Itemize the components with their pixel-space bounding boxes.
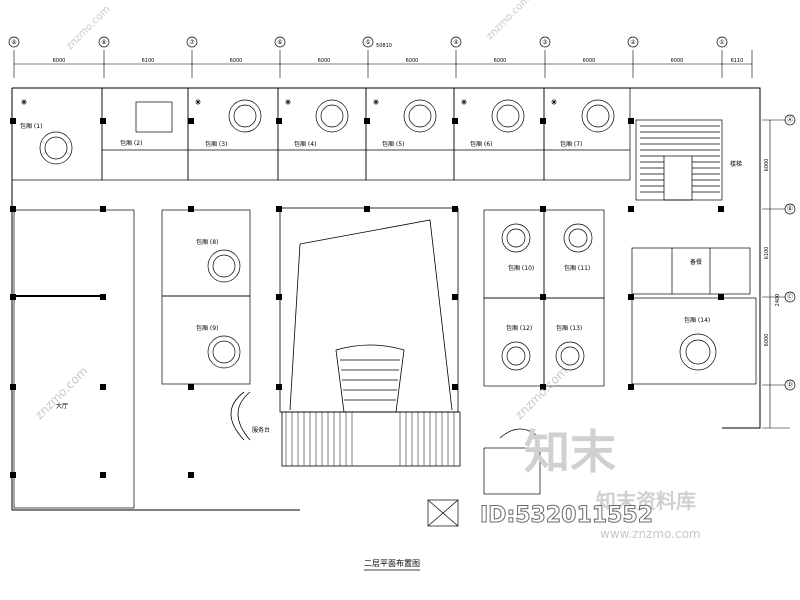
watermark-diag-4: znzmo.com — [512, 364, 570, 422]
watermark-url: www.znzmo.com — [600, 527, 701, 541]
drawing-caption: 二层平面布置图 — [364, 558, 420, 571]
dimension-2: 6100 — [142, 58, 155, 64]
middle-left-rooms — [161, 209, 251, 385]
dimension-4: 6000 — [318, 58, 331, 64]
top-axis-labels: ⑨ ⑧ ⑦ ⑥ ⑤ ④ ③ ② ① — [11, 39, 724, 46]
room-label-9: 包厢 (9) — [196, 324, 218, 332]
dimension-6: 6000 — [494, 58, 507, 64]
caption-text: 二层平面布置图 — [364, 558, 420, 568]
top-row-labels: 包厢 (1) 包厢 (2) 包厢 (3) 包厢 (4) 包厢 (5) 包厢 (6… — [20, 122, 582, 148]
top-row-tables — [39, 99, 615, 165]
axis-label-3: ③ — [542, 39, 547, 46]
dimension-9: 6110 — [731, 58, 744, 64]
axis-label-d: Ⓓ — [787, 381, 793, 389]
top-axis-bubbles — [8, 36, 728, 48]
axis-label-2: ② — [630, 39, 636, 46]
overall-dimension: 50810 — [376, 43, 392, 49]
room-label-12: 包厢 (12) — [506, 324, 532, 332]
room-label-13: 包厢 (13) — [556, 324, 582, 332]
right-service-area — [631, 247, 757, 385]
hall-label: 大厅 — [56, 402, 68, 410]
watermark-group: znzmo.com znzmo.com znzmo.com znzmo.com … — [32, 0, 700, 541]
watermark-diag-2: znzmo.com — [484, 0, 532, 42]
room-label-2: 包厢 (2) — [120, 139, 142, 147]
right-middle-rooms — [483, 209, 605, 387]
axis-label-1: ① — [719, 39, 724, 46]
stairwell — [635, 119, 723, 201]
right-dimension-1: 6000 — [764, 159, 770, 172]
right-far-table — [679, 333, 717, 371]
top-dimension-line — [13, 50, 753, 78]
watermark-brand: 知末 — [524, 425, 616, 479]
structural-columns — [10, 118, 724, 478]
dimension-7: 6000 — [583, 58, 596, 64]
middle-left-tables — [207, 249, 241, 369]
right-dimension-4: 6000 — [764, 334, 770, 347]
axis-label-8: ⑧ — [101, 39, 106, 46]
room-label-6: 包厢 (6) — [470, 140, 492, 148]
right-axis-bubbles — [784, 114, 796, 391]
right-dimension-2: 6100 — [764, 247, 770, 260]
top-rooms-row — [11, 87, 631, 181]
plant-icons — [21, 99, 557, 105]
stair-label: 楼梯 — [730, 160, 742, 168]
left-hall — [13, 209, 135, 509]
right-dimension-3: 2400 — [775, 294, 781, 307]
room-label-11: 包厢 (11) — [564, 264, 590, 272]
room-label-8: 包厢 (8) — [196, 238, 218, 246]
central-atrium — [279, 207, 461, 467]
room-label-1: 包厢 (1) — [20, 122, 42, 130]
axis-label-6: ⑥ — [277, 39, 282, 46]
right-axis-labels: Ⓐ Ⓑ Ⓒ Ⓓ — [787, 116, 793, 389]
kitchen-label: 备餐 — [690, 258, 702, 266]
axis-label-b: Ⓑ — [787, 205, 793, 213]
dimension-8: 6000 — [671, 58, 684, 64]
room-label-3: 包厢 (3) — [205, 140, 227, 148]
building-outline — [11, 87, 761, 511]
room-label-5: 包厢 (5) — [382, 140, 404, 148]
axis-label-a: Ⓐ — [787, 116, 793, 124]
atrium-stairs — [285, 412, 455, 466]
watermark-diag-3: znzmo.com — [32, 364, 90, 422]
room-label-7: 包厢 (7) — [560, 140, 582, 148]
axis-label-9: ⑨ — [11, 39, 16, 46]
dimension-3: 6000 — [230, 58, 243, 64]
right-dimension-values: 6000 6100 2400 6000 — [764, 159, 781, 347]
axis-label-7: ⑦ — [189, 39, 195, 46]
dimension-5: 6000 — [406, 58, 419, 64]
watermark-id: ID:532011552 — [480, 503, 653, 528]
service-desk-label: 服务台 — [252, 426, 270, 434]
service-desk — [230, 391, 251, 441]
room-label-4: 包厢 (4) — [294, 140, 316, 148]
top-dimension-values: 50810 6000 6100 6000 6000 6000 6000 6000… — [53, 43, 744, 64]
axis-label-c: Ⓒ — [787, 293, 793, 301]
axis-label-5: ⑤ — [365, 39, 370, 46]
right-middle-tables — [501, 223, 593, 371]
room-label-10: 包厢 (10) — [508, 264, 534, 272]
axis-label-4: ④ — [453, 39, 458, 46]
watermark-brand-full: 知末资料库 — [596, 489, 696, 513]
room-label-14: 包厢 (14) — [684, 316, 710, 324]
dimension-1: 6000 — [53, 58, 66, 64]
lower-right-area — [427, 428, 541, 527]
